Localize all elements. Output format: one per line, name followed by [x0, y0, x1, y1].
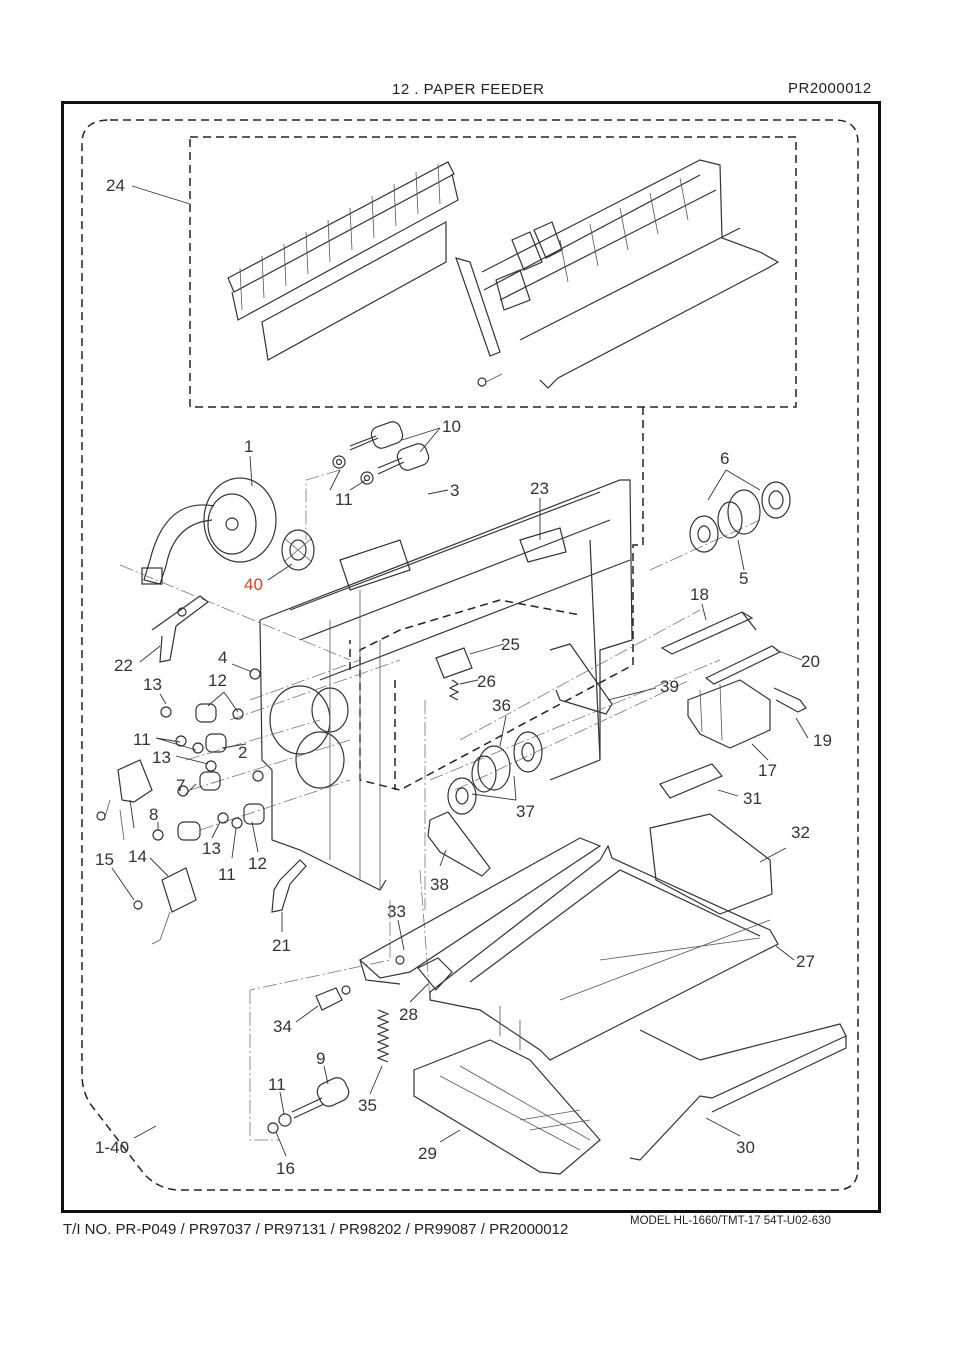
- roller-9: [267, 1077, 350, 1134]
- spring-19: [773, 687, 807, 713]
- shaft-20: [704, 645, 782, 685]
- callout-7: 7: [176, 776, 185, 795]
- callout-18: 18: [690, 585, 709, 604]
- plate-33: [358, 837, 602, 985]
- callout-13a: 13: [143, 675, 162, 694]
- main-frame: [259, 479, 633, 891]
- lever-28: [417, 957, 453, 991]
- callout-34: 34: [273, 1017, 292, 1036]
- plate-31: [659, 763, 723, 799]
- callout-40: 40: [244, 575, 263, 594]
- callout-15: 15: [95, 850, 114, 869]
- subassembly-box-24: [189, 136, 797, 408]
- callout-28: 28: [399, 1005, 418, 1024]
- shaft-18: [660, 611, 757, 655]
- exit-guide-left: [227, 161, 459, 361]
- callout-12a: 12: [208, 671, 227, 690]
- callout-35: 35: [358, 1096, 377, 1115]
- paper-guide-right: [455, 159, 780, 389]
- holder-17: [687, 679, 771, 749]
- footer-tino: T/I NO. PR-P049 / PR97037 / PR97131 / PR…: [63, 1221, 569, 1238]
- callout-10: 10: [442, 417, 461, 436]
- lever-39: [549, 643, 613, 715]
- leader-lines: [111, 185, 809, 1157]
- cassette-30: [629, 1023, 847, 1161]
- callout-20: 20: [801, 652, 820, 671]
- callout-33: 33: [387, 902, 406, 921]
- callout-23: 23: [530, 479, 549, 498]
- page-code: PR2000012: [788, 80, 872, 97]
- callout-11b: 11: [133, 730, 151, 749]
- callout-9: 9: [316, 1049, 325, 1068]
- callout-32: 32: [791, 823, 810, 842]
- callout-37: 37: [516, 802, 535, 821]
- rollers-6: [689, 481, 791, 553]
- screws-left: [152, 668, 264, 841]
- gear-40: [281, 529, 315, 571]
- lever-21: [271, 859, 307, 913]
- callout-38: 38: [430, 875, 449, 894]
- callout-24: 24: [106, 176, 125, 195]
- callout-29: 29: [418, 1144, 437, 1163]
- assembly-lines: [119, 469, 761, 1141]
- callout-16: 16: [276, 1159, 295, 1178]
- callout-21: 21: [272, 936, 291, 955]
- callout-3: 3: [450, 481, 459, 500]
- callout-5: 5: [739, 569, 748, 588]
- pad-25: [435, 647, 473, 679]
- callout-14: 14: [128, 847, 147, 866]
- callout-1: 1: [244, 437, 253, 456]
- callout-11a: 11: [335, 490, 353, 509]
- callout-12b: 12: [248, 854, 267, 873]
- tray-29: [413, 1039, 601, 1175]
- cover-32: [649, 813, 773, 915]
- callout-22: 22: [114, 656, 133, 675]
- page-title: 12 . PAPER FEEDER: [392, 81, 545, 98]
- callout-8: 8: [149, 805, 158, 824]
- spring-26: [448, 679, 460, 701]
- footer-model: MODEL HL-1660/TMT-17 54T-U02-630: [630, 1215, 831, 1227]
- callout-27: 27: [796, 952, 815, 971]
- sensor-14: [96, 759, 153, 841]
- callout-39: 39: [660, 677, 679, 696]
- callout-11d: 11: [268, 1075, 286, 1094]
- callout-2: 2: [238, 743, 247, 762]
- callout-31: 31: [743, 789, 762, 808]
- tray-27: [429, 844, 779, 1061]
- lever-38: [427, 811, 491, 877]
- gears-12: [177, 703, 265, 841]
- callout-1-40: 1-40: [95, 1138, 129, 1157]
- callout-6: 6: [720, 449, 729, 468]
- spring-35: [376, 1009, 390, 1063]
- roller-10: [332, 421, 430, 485]
- callout-labels: 24 1 10 11 3 23 6 5 40 18 20 22 25 4 26 …: [95, 176, 832, 1178]
- callout-36: 36: [492, 696, 511, 715]
- bracket-22: [151, 595, 209, 663]
- lever-34: [315, 985, 351, 1011]
- callout-13b: 13: [152, 748, 171, 767]
- assembly-boundary: [81, 119, 859, 1191]
- callout-4: 4: [218, 648, 227, 667]
- motor-1: [141, 477, 277, 585]
- rollers-36-37: [447, 731, 543, 815]
- callout-25: 25: [501, 635, 520, 654]
- callout-30: 30: [736, 1138, 755, 1157]
- solenoid-15: [133, 867, 197, 945]
- callout-11c: 11: [218, 865, 236, 884]
- callout-19: 19: [813, 731, 832, 750]
- diagram-frame: [61, 101, 881, 1213]
- callout-17: 17: [758, 761, 777, 780]
- callout-26: 26: [477, 672, 496, 691]
- callout-13c: 13: [202, 839, 221, 858]
